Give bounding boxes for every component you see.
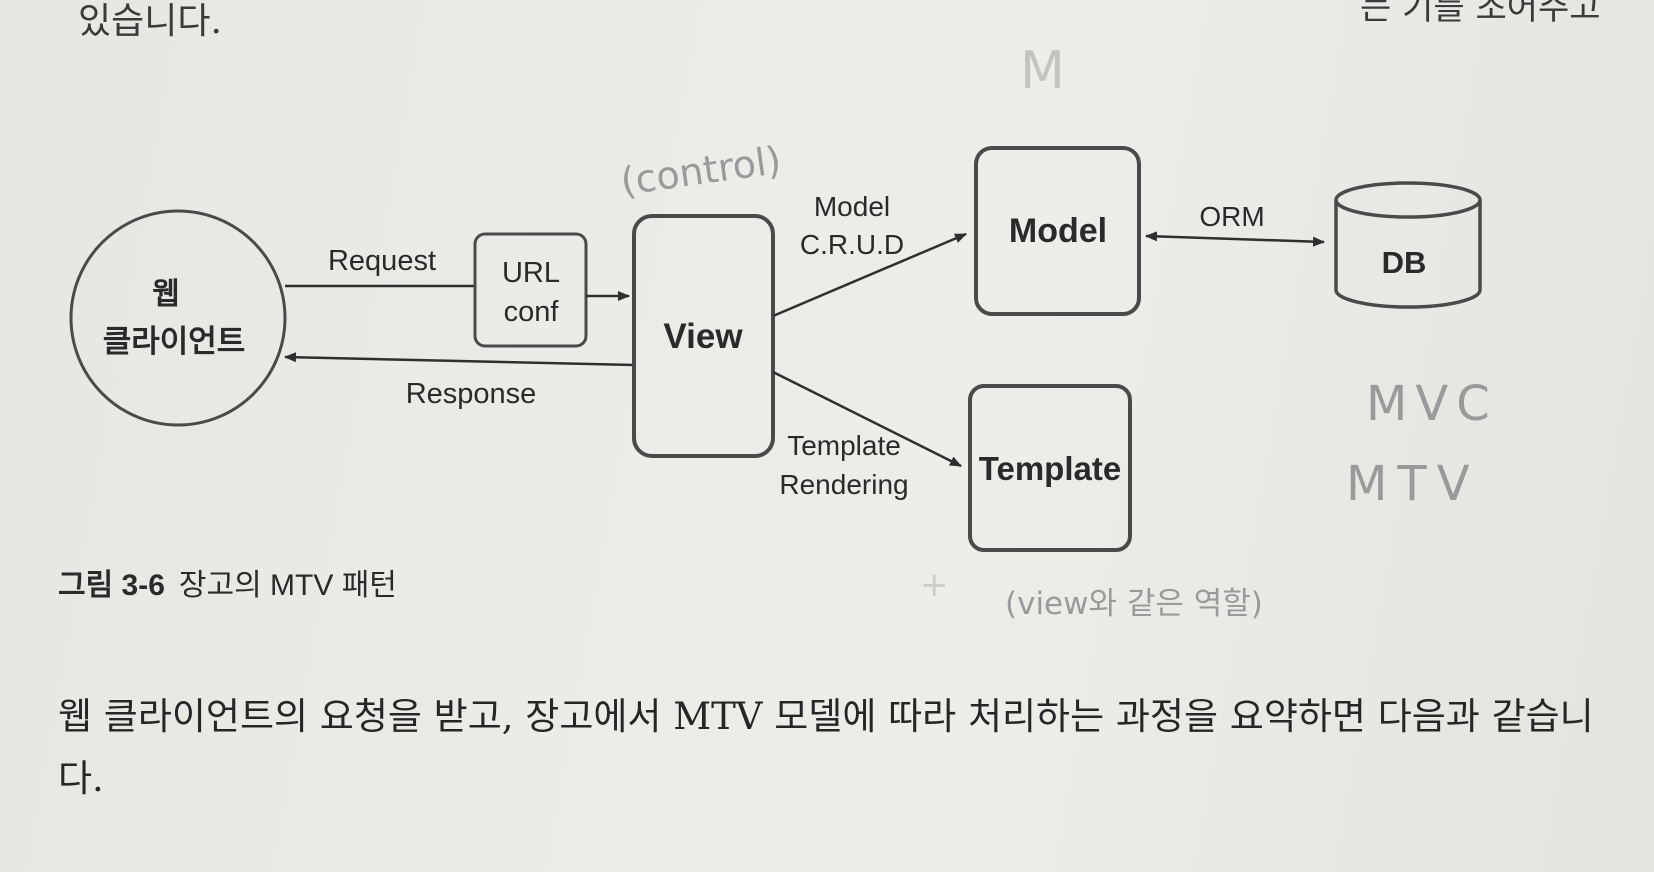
handwritten-mtv-note: MTV [1346, 456, 1480, 512]
web-client-label-line2: 클라이언트 [103, 324, 246, 360]
handwritten-mvc-note: MVC [1366, 376, 1498, 432]
url-conf-label-line1: URL [502, 257, 560, 289]
model-node: Model [974, 146, 1141, 316]
view-label: View [663, 317, 743, 356]
orm-label: ORM [1199, 201, 1264, 232]
response-label: Response [406, 378, 537, 410]
view-to-template-arrow [772, 370, 962, 468]
template-node: Template [968, 384, 1132, 552]
model-crud-label-line2: C.R.U.D [800, 229, 904, 260]
view-to-model-arrow [772, 232, 967, 318]
request-label: Request [328, 245, 436, 277]
model-crud-label-line1: Model [814, 191, 890, 222]
top-text-fragment: 있습니다. [78, 1, 222, 42]
url-conf-node: URL conf [473, 232, 588, 348]
figure-caption-label: 그림 3-6 [58, 569, 165, 602]
web-client-label-line1: 웹 [152, 277, 180, 312]
template-label: Template [979, 450, 1121, 487]
handwritten-plus-note: + [920, 565, 949, 605]
db-label: DB [1382, 245, 1427, 280]
url-conf-label-line2: conf [504, 296, 560, 328]
response-arrow [284, 352, 635, 367]
handwritten-m-note: M [1020, 41, 1065, 101]
template-rendering-label-line2: Rendering [779, 469, 908, 500]
figure-caption-text: 장고의 MTV 패턴 [178, 569, 397, 602]
db-node: DB [1334, 181, 1482, 309]
figure-caption: 그림 3-6 장고의 MTV 패턴 [58, 560, 397, 604]
template-rendering-label-line1: Template [787, 430, 901, 461]
handwritten-control-note: (control) [618, 138, 784, 204]
web-client-node: 웹 클라이언트 [69, 209, 287, 427]
model-label: Model [1009, 212, 1107, 250]
handwritten-view-role-note: (view와 같은 역할) [1005, 586, 1263, 622]
orm-double-arrow [1145, 231, 1325, 247]
body-paragraph: 웹 클라이언트의 요청을 받고, 장고에서 MTV 모델에 따라 처리하는 과정… [58, 695, 1594, 800]
view-node: View [632, 214, 775, 458]
top-right-text-fragment: 는 기를 조어주고 [1360, 0, 1601, 28]
